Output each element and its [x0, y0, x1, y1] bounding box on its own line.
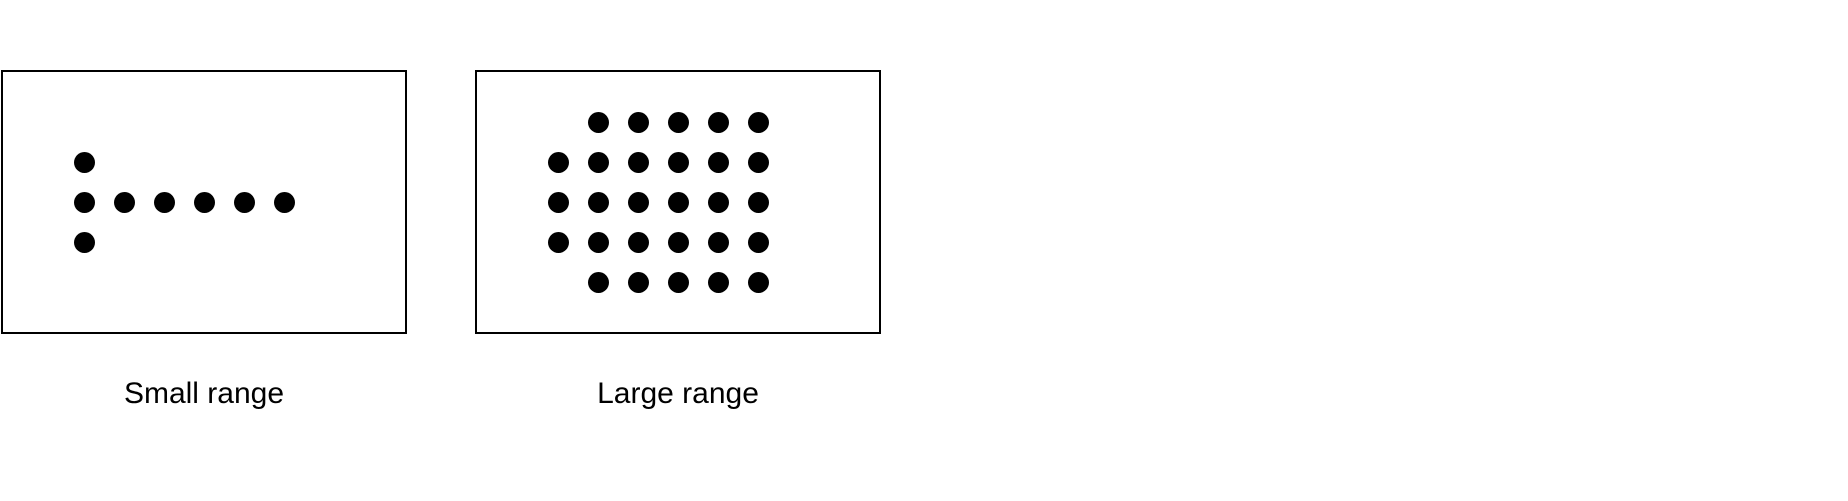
dot-left-group [547, 191, 569, 213]
dot-right-group [707, 271, 729, 293]
dot-right-group [193, 191, 215, 213]
dot-right-group [627, 151, 649, 173]
dot-right-group [747, 271, 769, 293]
dot-left-group [73, 191, 95, 213]
dot-right-group [707, 111, 729, 133]
dot-right-group [587, 151, 609, 173]
dot-right-group [667, 231, 689, 253]
dot-right-group [707, 191, 729, 213]
dot-right-group [113, 191, 135, 213]
dot-right-group [587, 191, 609, 213]
dot-right-group [273, 191, 295, 213]
dot-right-group [667, 191, 689, 213]
dot-right-group [587, 231, 609, 253]
panel-large-range [475, 70, 881, 334]
dot-right-group [667, 271, 689, 293]
dot-right-group [627, 111, 649, 133]
caption-large-range: Large range [597, 377, 759, 410]
dot-right-group [707, 231, 729, 253]
dot-right-group [153, 191, 175, 213]
dot-right-group [747, 151, 769, 173]
dot-right-group [587, 111, 609, 133]
dot-right-group [747, 111, 769, 133]
panel-small-range [1, 70, 407, 334]
dot-left-group [73, 151, 95, 173]
dot-left-group [547, 231, 569, 253]
dot-right-group [707, 151, 729, 173]
dot-left-group [547, 151, 569, 173]
dot-right-group [667, 151, 689, 173]
dot-left-group [73, 231, 95, 253]
dot-right-group [747, 231, 769, 253]
dot-right-group [627, 191, 649, 213]
dot-right-group [747, 191, 769, 213]
dot-right-group [627, 231, 649, 253]
dot-right-group [627, 271, 649, 293]
dot-right-group [587, 271, 609, 293]
dot-right-group [667, 111, 689, 133]
caption-small-range: Small range [123, 377, 285, 410]
dot-right-group [233, 191, 255, 213]
